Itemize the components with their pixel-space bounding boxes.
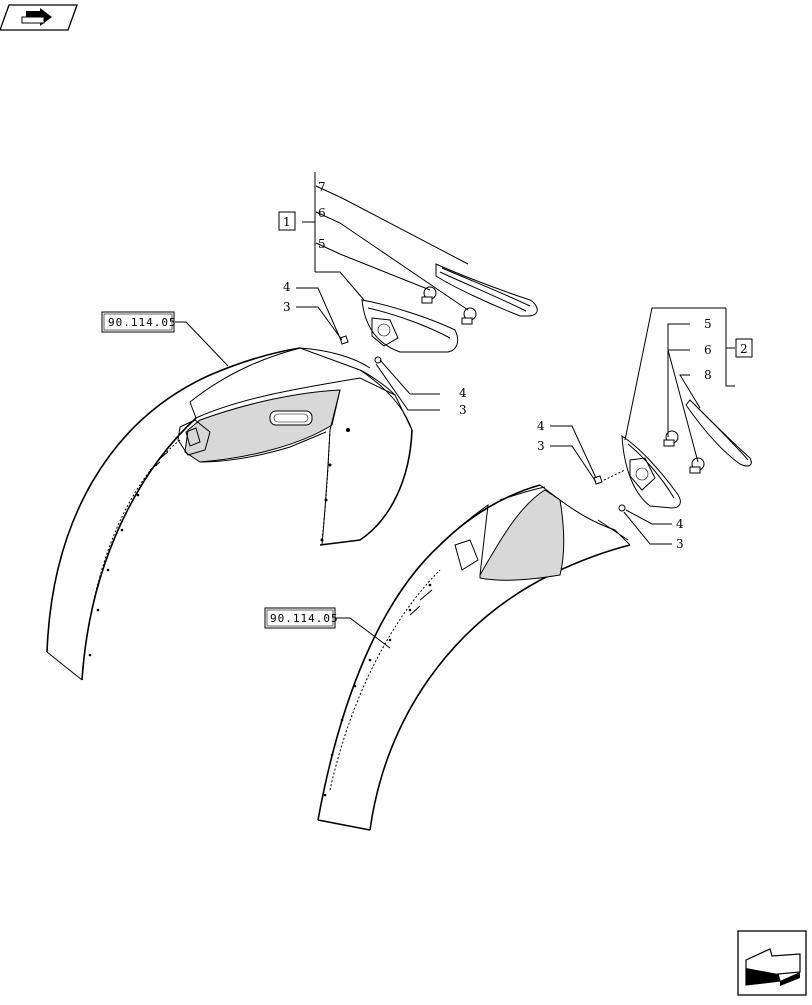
callout-right-6: 6 bbox=[704, 343, 712, 357]
bulb-left-6 bbox=[461, 307, 477, 325]
callout-left-7: 7 bbox=[318, 180, 326, 194]
callout-right-3b: 3 bbox=[676, 537, 684, 551]
reference-left-fender: 90.114.05 bbox=[108, 316, 177, 329]
leader-lines-right bbox=[335, 307, 735, 649]
leader-lines-left bbox=[175, 172, 469, 411]
bulb-right-6 bbox=[689, 457, 705, 474]
reference-right-fender: 90.114.05 bbox=[270, 612, 339, 625]
callout-right-3: 3 bbox=[537, 439, 545, 453]
callout-right-8: 8 bbox=[704, 368, 712, 382]
folder-arrow-icon[interactable] bbox=[0, 4, 78, 31]
right-fender bbox=[317, 484, 631, 831]
callout-left-3: 3 bbox=[283, 300, 291, 314]
callout-box-2 bbox=[735, 338, 753, 358]
reference-label-left[interactable]: 90.114.05 bbox=[101, 311, 177, 333]
callout-left-4b: 4 bbox=[459, 386, 467, 400]
callout-group-1: 1 bbox=[283, 215, 291, 229]
callout-group-2: 2 bbox=[740, 342, 748, 356]
bulb-right-5 bbox=[663, 430, 679, 447]
callout-right-5: 5 bbox=[704, 317, 712, 331]
next-page-arrow-icon[interactable] bbox=[737, 930, 807, 996]
callout-left-3b: 3 bbox=[459, 403, 467, 417]
left-fender bbox=[46, 347, 413, 681]
callout-left-6: 6 bbox=[318, 206, 326, 220]
callout-left-5: 5 bbox=[318, 237, 326, 251]
callout-left-4: 4 bbox=[283, 280, 291, 294]
callouts: 1 2 7 6 5 4 3 4 3 5 6 8 4 3 4 3 bbox=[278, 180, 753, 551]
bulb-left-5 bbox=[421, 286, 437, 304]
callout-box-1 bbox=[278, 211, 296, 231]
right-lamp-assembly bbox=[593, 399, 752, 512]
callout-right-4b: 4 bbox=[676, 517, 684, 531]
callout-right-4: 4 bbox=[537, 419, 545, 433]
reference-label-right[interactable]: 90.114.05 bbox=[264, 607, 339, 629]
left-lamp-assembly bbox=[339, 263, 538, 364]
